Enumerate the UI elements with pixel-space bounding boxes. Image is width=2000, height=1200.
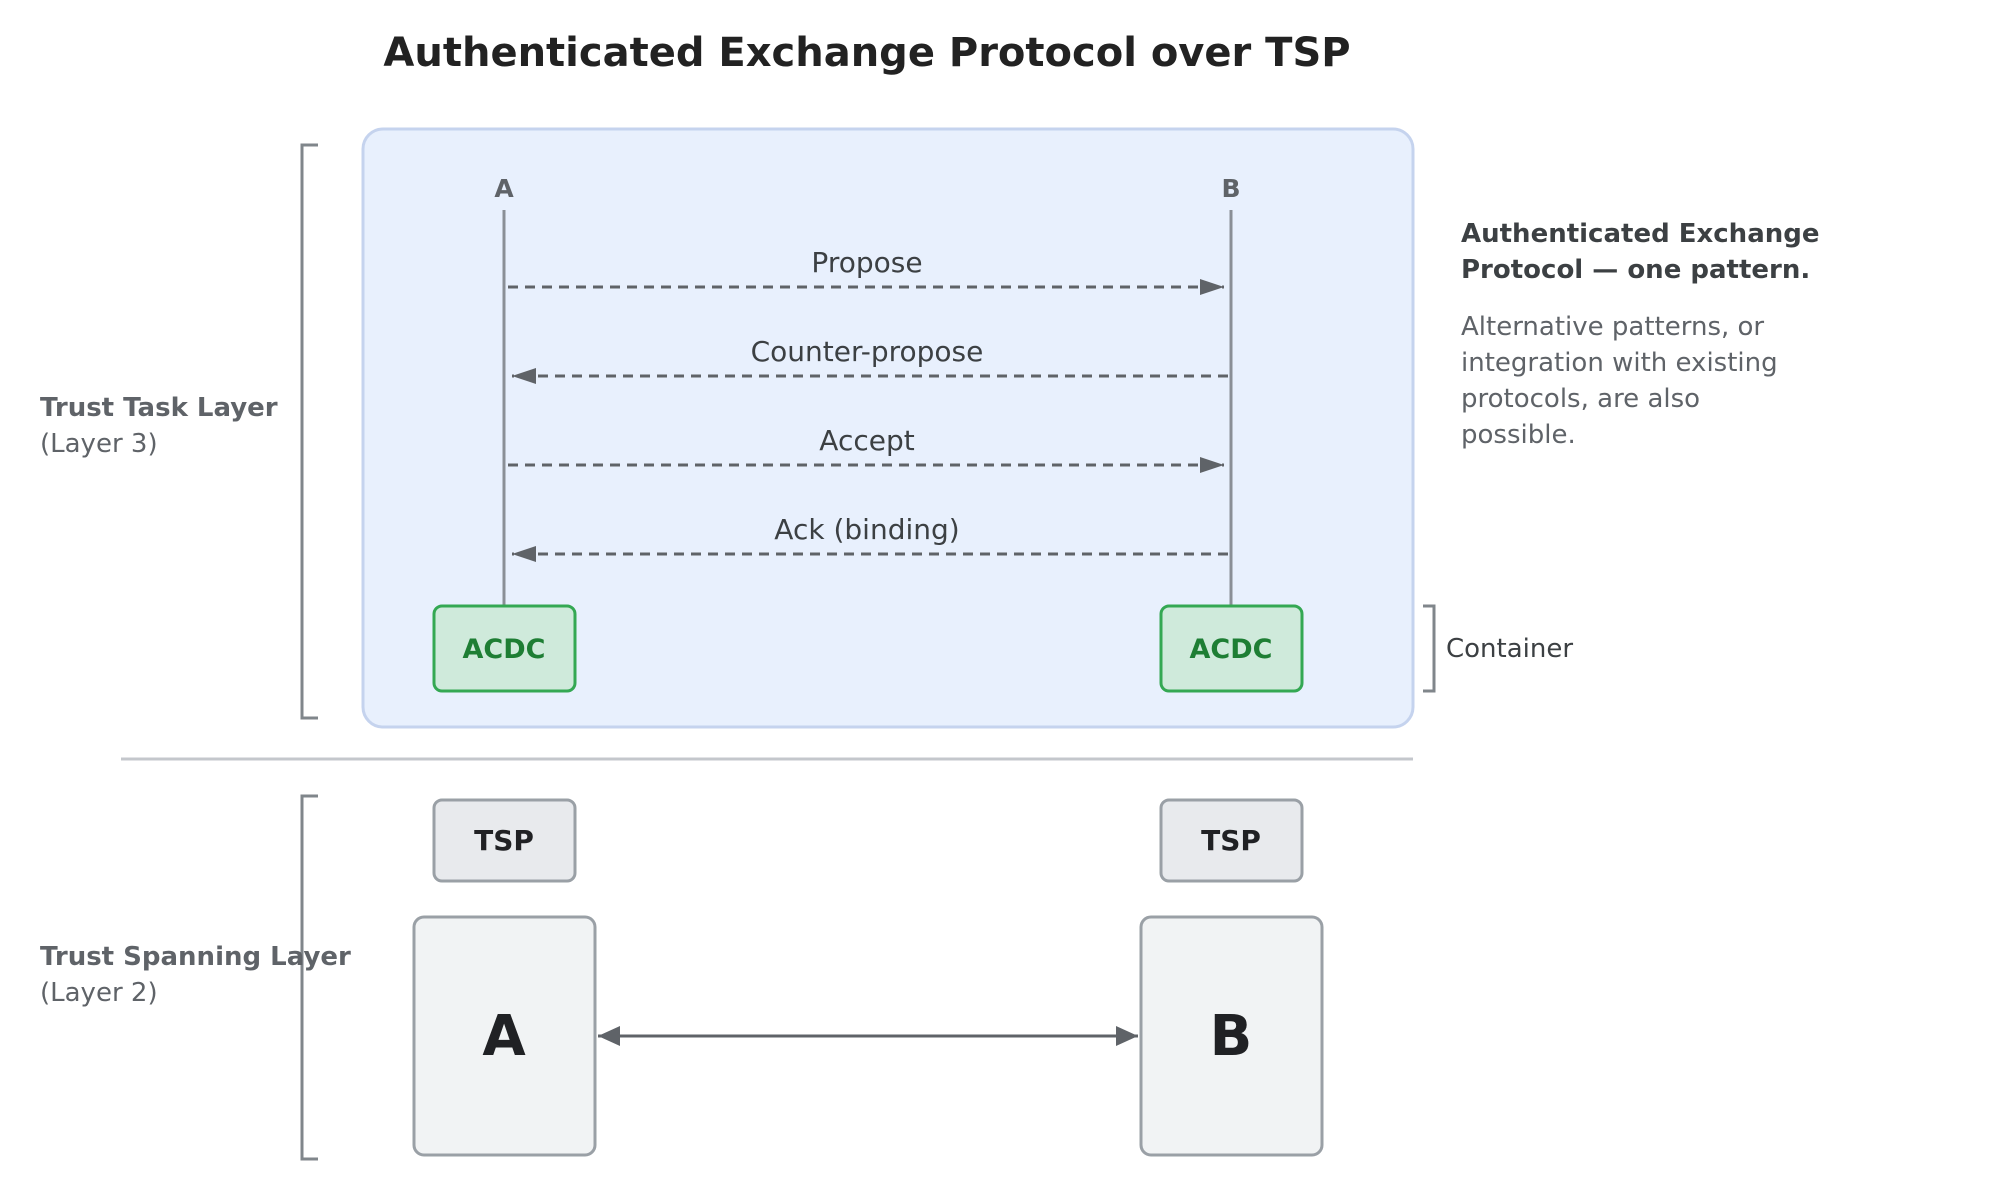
tsp-label-b: TSP — [1201, 824, 1261, 857]
party-box-b: B — [1139, 915, 1324, 1157]
lifeline-label-a: A — [494, 174, 514, 203]
party-box-a: A — [412, 915, 597, 1157]
message-propose: Propose — [508, 246, 1224, 295]
lifeline-label-b: B — [1221, 174, 1240, 203]
note-body-line1: Alternative patterns, or — [1461, 312, 1764, 342]
note-body-line2: integration with existing — [1461, 348, 1778, 378]
task-layer-panel — [361, 127, 1415, 729]
note-title-line1: Authenticated Exchange — [1461, 219, 1820, 249]
acdc-label-b: ACDC — [1190, 634, 1273, 665]
acdc-box-b: ACDC — [1159, 604, 1304, 693]
task-layer-bracket — [300, 143, 318, 720]
message-accept: Accept — [508, 424, 1224, 473]
acdc-label-a: ACDC — [463, 634, 546, 665]
diagram-title: Authenticated Exchange Protocol over TSP — [383, 30, 1350, 76]
message-counter-propose: Counter-propose — [512, 335, 1228, 384]
tsp-box-a: TSP — [432, 798, 577, 883]
spanning-layer-name: Trust Spanning Layer — [40, 942, 351, 972]
spanning-layer-bracket — [300, 794, 318, 1161]
protocol-note: Authenticated Exchange Protocol — one pa… — [1461, 219, 1820, 450]
note-title-line2: Protocol — one pattern. — [1461, 255, 1810, 285]
container-label: Container — [1446, 634, 1573, 664]
tsp-box-b: TSP — [1159, 798, 1304, 883]
note-body-line3: protocols, are also — [1461, 384, 1700, 414]
message-label: Accept — [819, 424, 914, 457]
message-label: Propose — [811, 246, 922, 279]
tsp-label-a: TSP — [474, 824, 534, 857]
task-layer-sub: (Layer 3) — [40, 429, 158, 459]
message-label: Ack (binding) — [774, 513, 959, 546]
spanning-layer-sub: (Layer 2) — [40, 978, 158, 1008]
acdc-box-a: ACDC — [432, 604, 577, 693]
message-label: Counter-propose — [751, 335, 984, 368]
message-ack-binding: Ack (binding) — [512, 513, 1228, 562]
party-label-b: B — [1210, 1004, 1253, 1069]
task-layer-name: Trust Task Layer — [40, 393, 278, 423]
party-label-a: A — [482, 1004, 526, 1069]
container-bracket — [1423, 604, 1436, 693]
note-body-line4: possible. — [1461, 420, 1576, 450]
